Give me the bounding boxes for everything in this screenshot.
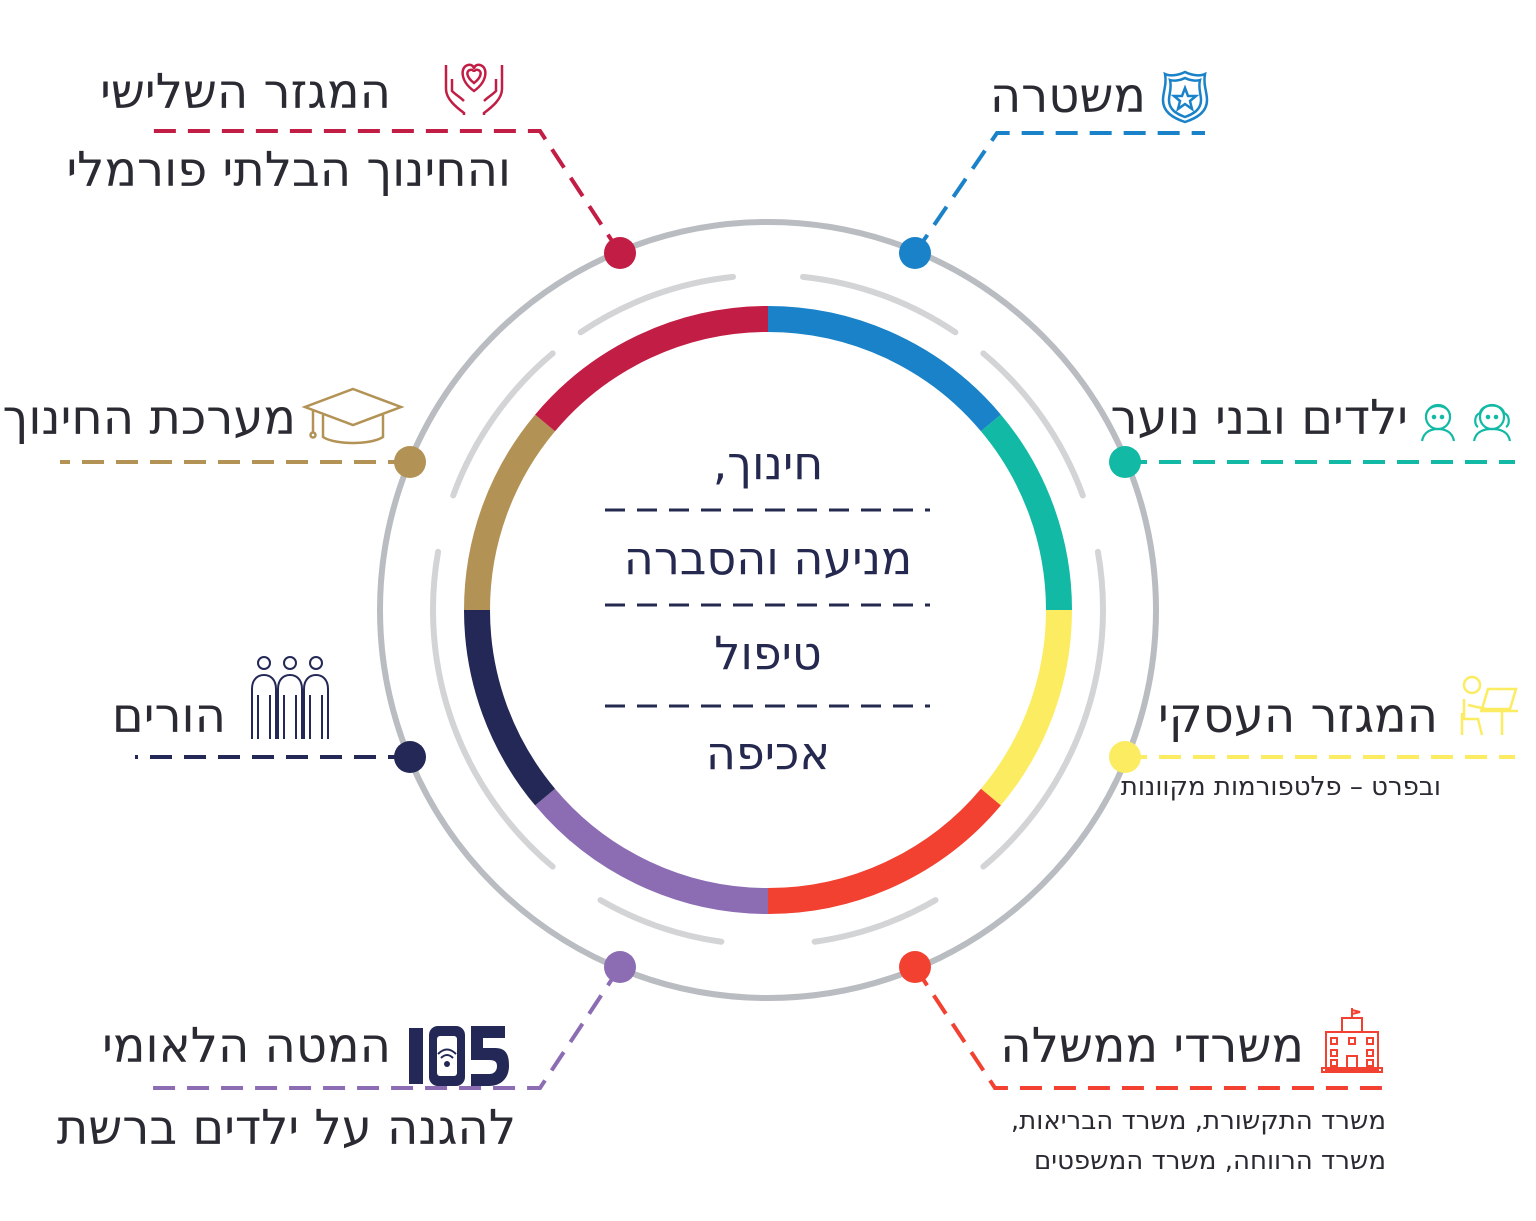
center-text-line-1: חינוך, (712, 436, 824, 490)
inner-arc-8 (450, 350, 556, 499)
dot-government (899, 951, 931, 983)
segment-police (767, 306, 1001, 432)
dot-parents (394, 741, 426, 773)
third-sector-title-line2: והחינוך הבלתי פורמלי (66, 142, 511, 198)
inner-arc-6 (597, 897, 725, 945)
center-text-line-4: אכיפה (705, 726, 831, 780)
government-title: משרדי ממשלה (1000, 1018, 1304, 1074)
dot-education (394, 446, 426, 478)
dot-third-sector (604, 237, 636, 269)
government-subtitle-1: משרד התקשורת, משרד הבריאות, (1010, 1106, 1386, 1136)
inner-arc-4 (980, 548, 1106, 870)
graduation-cap-icon (301, 387, 405, 445)
government-subtitle-2: משרד הרווחה, משרד המשפטים (1034, 1146, 1386, 1176)
police-badge-icon (1161, 70, 1209, 124)
dot-national (604, 951, 636, 983)
colored-ring (464, 306, 1072, 914)
outer-ring (377, 219, 1159, 1001)
segment-parents (464, 609, 556, 806)
education-title: מערכת החינוך (2, 390, 296, 446)
inner-arc-5 (811, 897, 939, 945)
inner-ring-arcs (430, 273, 1106, 945)
segment-youth (980, 414, 1072, 611)
center-text-line-3: טיפול (714, 626, 822, 680)
national-title-line2: להגנה על ילדים ברשת (56, 1100, 516, 1156)
segment-government (767, 788, 1001, 914)
government-building-icon (1321, 1008, 1383, 1073)
third-sector-title: המגזר השלישי (100, 64, 391, 120)
business-subtitle: ובפרט – פלטפורמות מקוונות (1120, 772, 1441, 802)
business-title: המגזר העסקי (1157, 688, 1438, 744)
inner-arc-7 (430, 548, 556, 870)
national-title: המטה הלאומי (102, 1018, 391, 1074)
segment-education (464, 414, 556, 611)
105-logo-icon (409, 1026, 509, 1086)
segment-third-sector (535, 306, 769, 432)
connector-national (148, 965, 622, 1090)
inner-arc-3 (980, 350, 1086, 499)
dot-business (1109, 741, 1141, 773)
connector-third-sector (145, 129, 622, 255)
youth-title: ילדים ובני נוער (1110, 390, 1408, 446)
children-icon (1420, 403, 1512, 442)
person-laptop-icon (1460, 675, 1518, 736)
connector-government (913, 965, 1388, 1090)
police-title: משטרה (989, 68, 1146, 124)
parents-title: הורים (111, 688, 226, 744)
segment-national (535, 788, 769, 914)
dot-police (899, 237, 931, 269)
family-icon (251, 656, 329, 739)
inner-arc-1 (577, 273, 736, 336)
segment-business (980, 609, 1072, 806)
connector-police (913, 131, 1205, 255)
inner-arc-2 (800, 273, 959, 336)
hands-heart-icon (444, 63, 504, 115)
dot-youth (1109, 446, 1141, 478)
center-text-line-2: מניעה והסברה (623, 531, 913, 585)
